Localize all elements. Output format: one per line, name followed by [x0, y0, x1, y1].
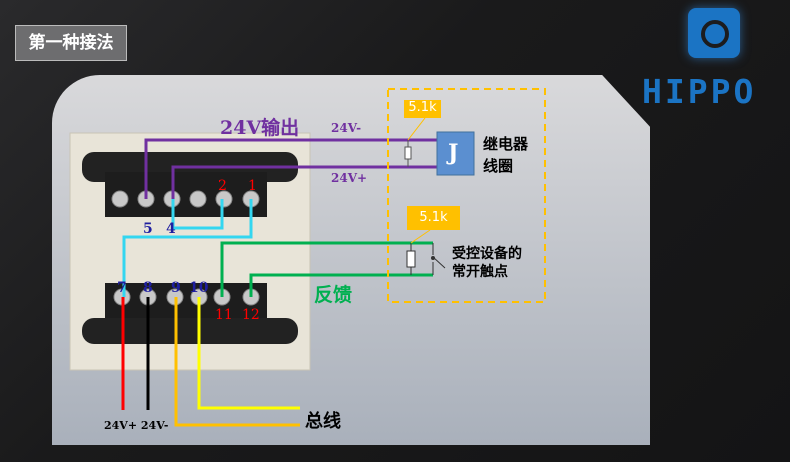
terminal-9: 9	[171, 280, 181, 296]
resistor-1-label: 5.1k	[404, 100, 441, 118]
device-label-1: 受控设备的	[452, 246, 522, 262]
wire-4-2	[171, 199, 224, 230]
bottom-terminal-strip	[105, 283, 267, 318]
terminal-1: 1	[248, 178, 257, 194]
bus-label: 总线	[305, 411, 341, 432]
relay-symbol: J	[448, 140, 459, 166]
wire-feedback-11	[220, 241, 433, 297]
switch-contact	[432, 243, 446, 275]
terminal-7: 7	[117, 280, 127, 296]
wire-yellow	[197, 297, 300, 410]
bottom-terminal-cover	[82, 318, 298, 344]
device-label-2: 常开触点	[452, 264, 508, 280]
terminal-10: 10	[189, 280, 209, 296]
wire-24v-plus	[171, 165, 437, 199]
terminal-8: 8	[143, 280, 153, 296]
terminal-2: 2	[218, 178, 227, 194]
v-minus-label: 24V-	[331, 121, 362, 135]
wire-1-7	[122, 199, 253, 297]
wire-feedback-12	[249, 273, 433, 297]
relay-label: 继电器	[483, 135, 529, 153]
terminal-5: 5	[143, 221, 153, 237]
brand-name: HIPPO	[642, 72, 757, 111]
resistor-2-label: 5.1k	[407, 206, 460, 230]
relay-coil-box	[436, 131, 475, 176]
terminal-11: 11	[215, 307, 233, 323]
v-plus-label: 24V+	[331, 171, 368, 185]
resistor-1	[404, 146, 412, 160]
top-terminal-strip	[105, 172, 267, 217]
resistor-2	[406, 250, 416, 268]
dashed-box	[387, 88, 546, 303]
output-label: 24V输出	[220, 117, 300, 139]
slide-title: 第一种接法	[15, 25, 127, 61]
wire-orange	[174, 297, 300, 427]
feedback-label: 反馈	[314, 284, 353, 306]
coil-label: 线圈	[483, 157, 514, 175]
power-label: 24V+ 24V-	[104, 419, 169, 432]
terminal-12: 12	[242, 307, 260, 323]
terminal-4: 4	[166, 221, 176, 237]
hippo-logo-icon	[688, 8, 740, 58]
wire-24v-minus	[144, 138, 437, 199]
